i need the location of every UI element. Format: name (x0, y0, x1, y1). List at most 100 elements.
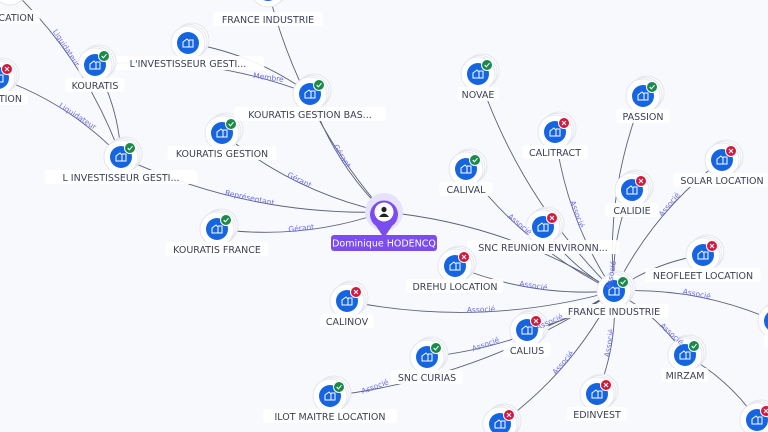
node-label: KOURATIS (72, 81, 119, 92)
node-label-bg (44, 170, 198, 184)
node-label: MIRZAM (666, 371, 705, 382)
check-badge-icon (617, 276, 629, 288)
node-label-bg (616, 109, 670, 123)
node-label-bg (65, 78, 125, 92)
node-label: NEOFLEET LOCATION (653, 271, 753, 282)
person-label: Dominique HODENCQ (332, 239, 436, 250)
node-label-bg (0, 10, 40, 24)
building-icon (549, 127, 561, 137)
edge-label: Associé (550, 349, 576, 377)
node-label: CALINOV (326, 317, 369, 328)
edge-label: Gérant (331, 143, 352, 170)
check-badge-icon (98, 50, 110, 62)
building-icon (182, 38, 194, 48)
company-node-b2[interactable] (739, 399, 768, 432)
company-node-snc_curias[interactable]: SNC CURIAS (391, 336, 463, 384)
company-node-kf[interactable]: KOURATIS FRANCE (165, 208, 269, 256)
edge-person-fi_top (270, 0, 385, 213)
node-label: FRANCE INDUSTRIE (222, 15, 314, 26)
node-label: ILOT MAITRE LOCATION (275, 412, 386, 423)
person-node[interactable]: Dominique HODENCQ (331, 193, 437, 251)
node-label-bg (165, 242, 269, 256)
node-label: SOLAR LOCATION (680, 176, 763, 187)
company-node-ilot[interactable]: ILOT MAITRE LOCATION (263, 375, 397, 423)
node-label-bg (763, 334, 768, 348)
company-node-b1[interactable] (482, 403, 522, 432)
node-label: LOCATION (0, 13, 34, 24)
company-node-mirzam[interactable]: MIRZAM (661, 334, 709, 382)
building-icon (211, 224, 223, 234)
edge-loc_top-linv2 (21, 0, 122, 158)
node-label-bg (559, 304, 669, 318)
node-label: SNC CURIAS (398, 373, 456, 384)
check-badge-icon (481, 59, 493, 71)
company-node-ca_right[interactable]: CA (757, 301, 768, 348)
company-node-kgb[interactable]: KOURATIS GESTION BAS... (233, 73, 387, 121)
building-icon (751, 415, 763, 425)
company-node-linv1[interactable]: L'INVESTISSEUR GESTI... (111, 22, 265, 70)
company-node-fi[interactable]: FRANCE INDUSTRIE (559, 270, 669, 318)
company-node-kouratis[interactable]: KOURATIS (65, 44, 125, 92)
building-icon (608, 286, 620, 296)
node-label-bg (503, 343, 551, 357)
node-label-bg (439, 182, 493, 196)
building-icon (494, 419, 506, 429)
node-label-bg (645, 268, 761, 282)
company-node-novae[interactable]: NOVAE (457, 53, 500, 101)
node-bg (757, 304, 768, 338)
company-node-edinvest[interactable]: EDINVEST (567, 373, 627, 421)
building-icon (697, 250, 709, 260)
company-node-solar[interactable]: SOLAR LOCATION (673, 139, 768, 187)
company-node-neofleet[interactable]: NEOFLEET LOCATION (645, 234, 761, 282)
node-label: NOVAE (462, 90, 495, 101)
person-icon (379, 206, 389, 217)
node-label-bg (233, 107, 387, 121)
node-label-bg (111, 56, 265, 70)
node-label: DREHU LOCATION (412, 282, 497, 293)
node-label: KOURATIS GESTION BAS... (248, 110, 371, 121)
company-node-kg[interactable]: KOURATIS GESTION (167, 112, 277, 160)
node-label-bg (466, 240, 620, 254)
company-node-fi_top[interactable]: FRANCE INDUSTRIE (213, 0, 323, 26)
company-node-calitract[interactable]: CALITRACT (522, 111, 588, 159)
company-node-loc_left[interactable]: LOCATION (0, 57, 28, 105)
edge-label: Gérant (288, 222, 315, 234)
check-badge-icon (430, 342, 442, 354)
node-label: CALITRACT (529, 148, 581, 159)
node-label-bg (0, 91, 28, 105)
company-node-calival[interactable]: CALIVAL (439, 148, 493, 196)
building-icon (591, 389, 603, 399)
node-circle (764, 312, 768, 330)
company-node-calinov[interactable]: CALINOV (320, 280, 374, 328)
company-node-calius[interactable]: CALIUS (503, 309, 551, 357)
node-circle (177, 32, 199, 54)
company-node-linv2[interactable]: L INVESTISSEUR GESTI... (44, 136, 198, 184)
node-circle (263, 0, 273, 1)
company-node-snc_re[interactable]: SNC REUNION ENVIRONN... (466, 206, 620, 254)
building-icon (421, 352, 433, 362)
check-badge-icon (220, 214, 232, 226)
node-label-bg (661, 368, 709, 382)
edge-label: Représentant (224, 188, 275, 207)
edge-fi-novae (477, 73, 615, 292)
node-label-bg (567, 407, 627, 421)
edge-label: Associé (658, 321, 685, 347)
company-node-loc_top[interactable]: LOCATION (0, 0, 40, 24)
node-label: KOURATIS FRANCE (173, 245, 261, 256)
building-icon (449, 261, 461, 271)
building-icon (626, 185, 638, 195)
building-icon (460, 164, 472, 174)
company-node-calidie[interactable]: CALIDIE (605, 169, 659, 217)
check-badge-icon (124, 142, 136, 154)
check-badge-icon (469, 154, 481, 166)
edge-label: Associé (471, 335, 501, 353)
company-node-drehu[interactable]: DREHU LOCATION (406, 245, 504, 293)
edge-label: Liquidateur (57, 101, 98, 132)
node-bg (0, 0, 23, 6)
company-node-passion[interactable]: PASSION (616, 75, 670, 123)
building-icon (341, 296, 353, 306)
node-bg (253, 0, 283, 8)
building-icon (637, 91, 649, 101)
node-label-bg (213, 12, 323, 26)
